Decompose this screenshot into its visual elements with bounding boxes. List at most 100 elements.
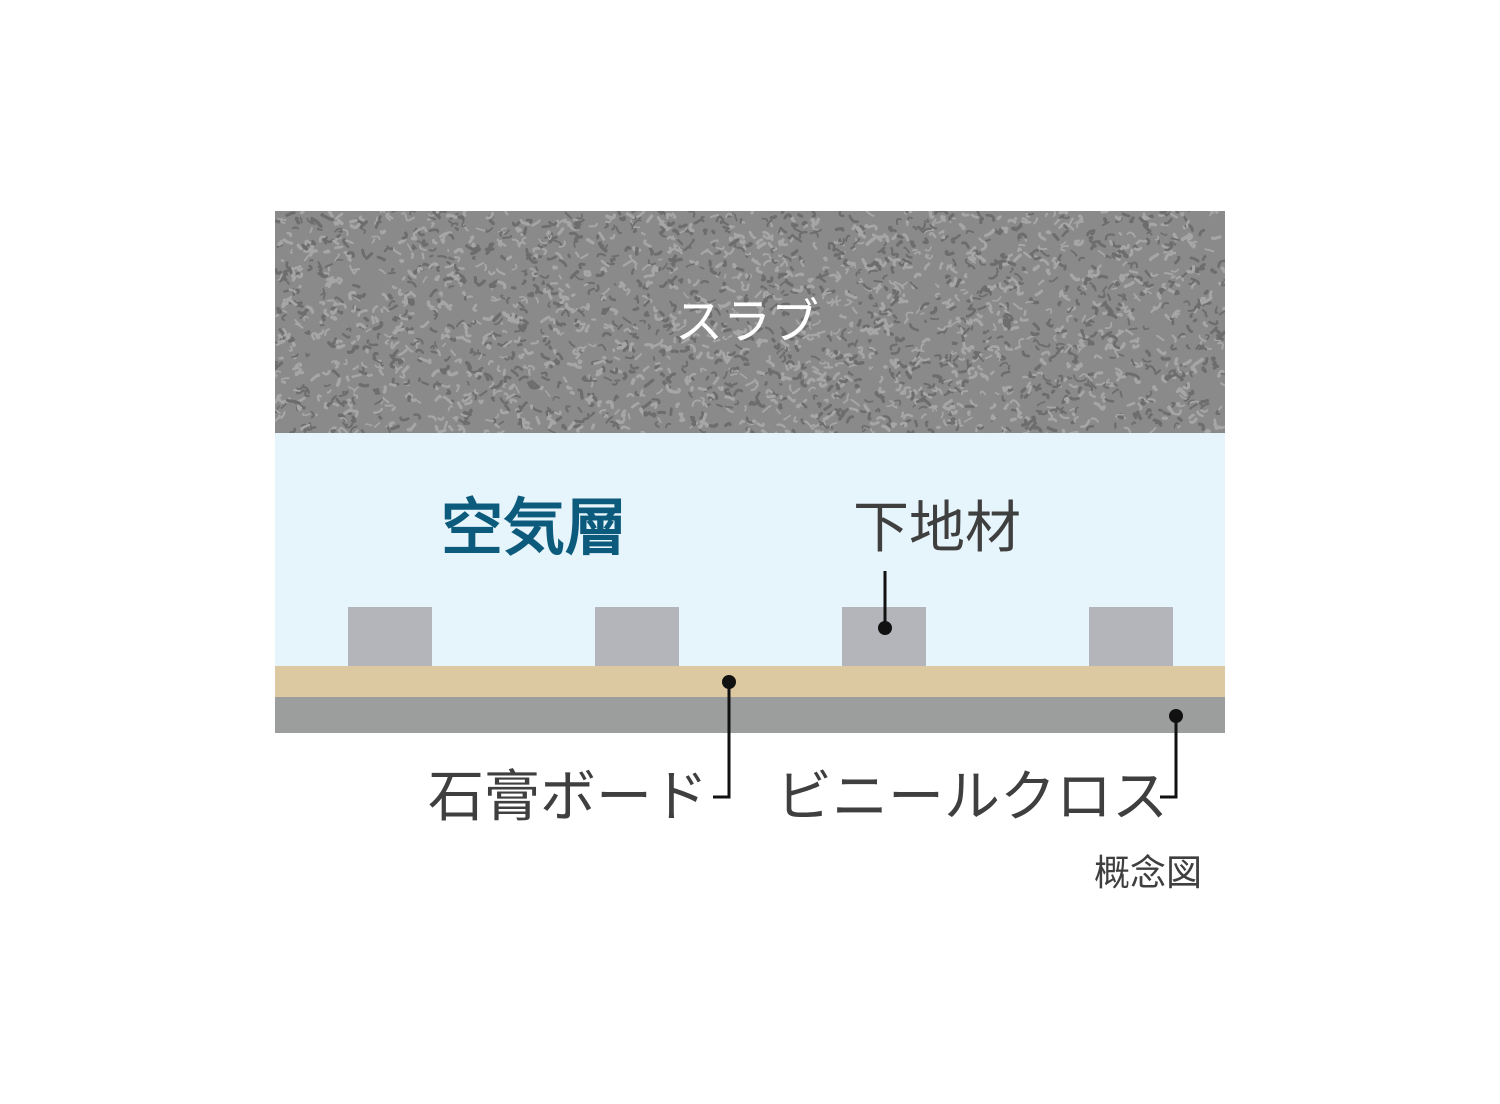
slab-texture-stroke [613,283,617,286]
slab-texture-stroke [372,387,380,394]
slab-texture-stroke [912,225,918,231]
slab-texture-stroke [589,411,596,417]
slab-texture-stroke [1145,408,1152,415]
slab-texture-stroke [297,284,302,289]
slab-texture-stroke [1001,255,1008,259]
slab-texture-stroke [1111,252,1122,259]
slab-texture-stroke [1148,214,1154,219]
slab-texture-stroke [823,403,833,411]
slab-texture-stroke [1142,325,1150,331]
slab-texture-stroke [1174,357,1179,366]
slab-texture-stroke [1128,248,1134,257]
slab-texture-stroke [275,409,281,414]
slab-texture-stroke [694,295,701,303]
slab-texture-stroke [476,279,486,287]
slab-texture-stroke [895,239,903,247]
slab-texture-stroke [921,227,932,234]
slab-texture-stroke [943,399,953,407]
slab-texture-stroke [519,219,531,226]
slab-texture-stroke [712,376,720,385]
slab-texture-stroke [352,283,361,289]
slab-texture-stroke [1004,312,1014,322]
slab-texture-stroke [380,308,384,313]
slab-texture-stroke [833,239,840,245]
slab-texture-stroke [784,362,790,371]
slab-texture-stroke [894,290,900,300]
slab-texture-stroke [800,259,805,268]
slab-texture-stroke [984,354,993,360]
slab-texture-stroke [1009,417,1017,422]
slab-texture-stroke [432,309,438,316]
slab-texture-stroke [839,314,847,319]
slab-texture-stroke [635,373,645,380]
slab-texture-stroke [428,228,440,233]
slab-texture-stroke [940,214,947,222]
slab-texture-stroke [1074,239,1081,244]
slab-texture-stroke [801,220,808,226]
slab-texture-stroke [564,302,575,312]
slab-texture-stroke [397,348,408,357]
slab-texture-stroke [595,370,603,377]
slab-texture-stroke [890,246,894,255]
slab-texture-stroke [392,328,399,335]
slab-texture-stroke [809,231,819,238]
slab-texture-stroke [651,267,659,277]
slab-texture-stroke [792,373,801,381]
slab-texture-stroke [724,387,730,396]
slab-texture-stroke [1123,280,1135,289]
slab-texture-stroke [575,352,581,360]
slab-texture-stroke [976,290,980,295]
slab-texture-stroke [990,414,997,421]
slab-texture-stroke [567,421,576,431]
slab-texture-stroke [560,311,566,316]
slab-texture-stroke [577,406,583,414]
slab-texture-stroke [609,420,619,426]
slab-texture-stroke [446,323,455,330]
slab-texture-stroke [994,391,1000,396]
slab-texture-stroke [715,349,723,357]
slab-texture-stroke [552,327,561,335]
slab-texture-stroke [465,295,473,299]
slab-texture-stroke [1052,406,1059,411]
slab-texture-stroke [518,375,529,382]
slab-texture-stroke [485,211,495,220]
slab-texture-stroke [951,419,956,424]
slab-texture-stroke [544,340,551,346]
slab-texture-stroke [1128,327,1138,331]
slab-texture-stroke [885,235,890,243]
slab-texture-stroke [299,216,303,224]
slab-texture-stroke [934,354,942,360]
slab-texture-stroke [927,383,935,389]
slab-texture-stroke [567,253,571,259]
slab-texture-stroke [303,427,308,433]
slab-texture-stroke [588,222,598,228]
slab-texture-stroke [902,233,910,242]
slab-texture-stroke [391,406,396,412]
slab-texture-stroke [996,310,1001,316]
slab-texture-stroke [1142,223,1152,233]
slab-texture-stroke [914,359,922,367]
slab-texture-stroke [290,269,296,278]
slab-texture-stroke [952,362,959,368]
slab-texture-stroke [1088,235,1094,243]
slab-texture-stroke [583,270,592,278]
slab-texture-stroke [311,331,316,341]
slab-texture-stroke [1102,396,1106,403]
slab-texture-stroke [764,381,768,387]
slab-texture-stroke [896,234,904,239]
slab-texture-stroke [881,415,892,424]
slab-texture-stroke [970,325,974,331]
slab-texture-stroke [665,225,672,232]
slab-texture-stroke [1018,243,1026,247]
slab-texture-stroke [1114,383,1118,387]
slab-texture-stroke [1132,261,1138,269]
slab-texture-stroke [1175,275,1184,282]
slab-texture-stroke [676,336,682,343]
slab-texture-stroke [1192,318,1198,323]
slab-texture-stroke [854,238,865,245]
slab-texture-stroke [576,213,583,220]
slab-texture-stroke [719,288,726,293]
slab-texture-stroke [408,298,415,306]
slab-texture-stroke [436,298,441,303]
slab-texture-stroke [1087,269,1094,279]
